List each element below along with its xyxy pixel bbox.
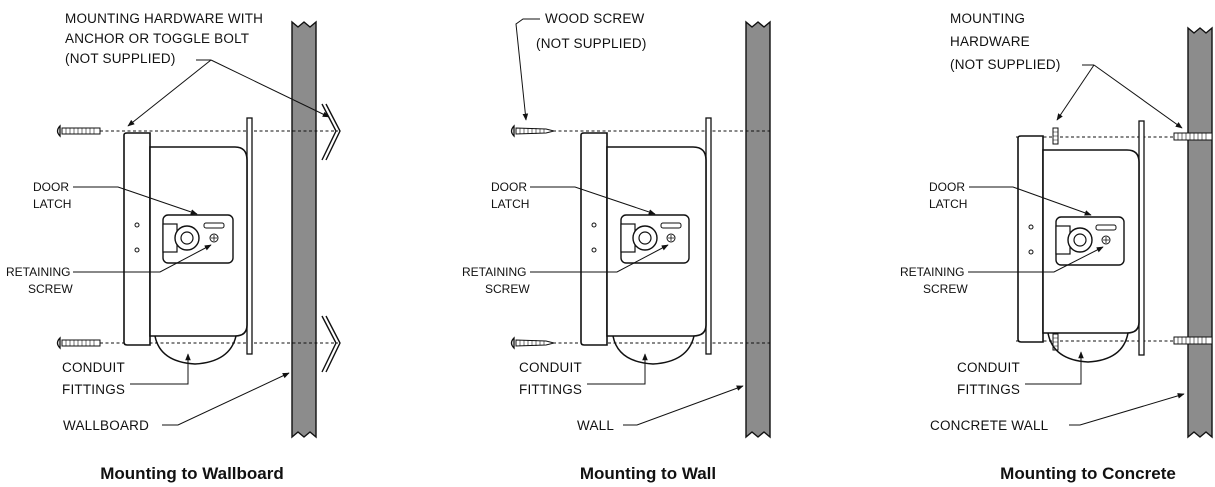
door-latch (1055, 216, 1125, 266)
retaining-screw-label-line1: RETAINING (6, 265, 70, 279)
panel-wall: WOOD SCREW (NOT SUPPLIED) DOOR LATCH RET… (462, 11, 771, 483)
enclosure-front (123, 132, 151, 346)
door-latch-label-line2: LATCH (33, 197, 71, 211)
upper-toggle-wing (321, 103, 341, 161)
hardware-label-line1: MOUNTING HARDWARE WITH (65, 11, 263, 26)
caption: Mounting to Wallboard (100, 464, 284, 483)
panel-concrete: MOUNTING HARDWARE (NOT SUPPLIED) DOOR LA… (900, 11, 1213, 483)
door-latch-label-line1: DOOR (929, 180, 965, 194)
conduit-label-line1: CONDUIT (957, 360, 1020, 375)
lower-bolt (56, 336, 101, 350)
lower-concrete-bolt (1173, 336, 1213, 345)
door-latch-label-line2: LATCH (491, 197, 529, 211)
enclosure-front (580, 132, 608, 346)
conduit-fitting (1047, 332, 1129, 363)
concrete-wall (1187, 26, 1213, 439)
door-latch-label-line2: LATCH (929, 197, 967, 211)
enclosure-front (1017, 135, 1044, 343)
hardware-label-line2: (NOT SUPPLIED) (536, 36, 647, 51)
hardware-label-line2: HARDWARE (950, 34, 1030, 49)
hardware-label-line1: MOUNTING (950, 11, 1025, 26)
upper-bolt (56, 124, 101, 138)
retaining-screw-label-line2: SCREW (485, 282, 530, 296)
conduit-label-line1: CONDUIT (62, 360, 125, 375)
wallboard-wall (291, 20, 317, 439)
door-latch-label-line1: DOOR (33, 180, 69, 194)
panel-wallboard: MOUNTING HARDWARE WITH ANCHOR OR TOGGLE … (6, 11, 341, 483)
door-latch (620, 214, 690, 264)
wall-label: WALL (577, 418, 614, 433)
hardware-label-line1: WOOD SCREW (545, 11, 645, 26)
wall-label: CONCRETE WALL (930, 418, 1049, 433)
door-latch (162, 214, 234, 264)
door-latch-label-line1: DOOR (491, 180, 527, 194)
hardware-label-line2: ANCHOR OR TOGGLE BOLT (65, 31, 249, 46)
upper-wood-screw (510, 124, 555, 138)
conduit-label-line1: CONDUIT (519, 360, 582, 375)
conduit-label-line2: FITTINGS (62, 382, 125, 397)
retaining-screw-label-line2: SCREW (923, 282, 968, 296)
lower-toggle-wing (321, 315, 341, 373)
upper-concrete-bolt (1173, 132, 1213, 141)
caption: Mounting to Wall (580, 464, 716, 483)
wall (745, 20, 771, 439)
hardware-label-line3: (NOT SUPPLIED) (950, 57, 1061, 72)
conduit-label-line2: FITTINGS (519, 382, 582, 397)
retaining-screw-label-line1: RETAINING (462, 265, 526, 279)
wall-label: WALLBOARD (63, 418, 149, 433)
caption: Mounting to Concrete (1000, 464, 1176, 483)
hardware-label-line3: (NOT SUPPLIED) (65, 51, 176, 66)
retaining-screw-label-line1: RETAINING (900, 265, 964, 279)
lower-wood-screw (510, 336, 555, 350)
conduit-fitting (154, 335, 237, 365)
conduit-fitting (612, 335, 695, 365)
conduit-label-line2: FITTINGS (957, 382, 1020, 397)
retaining-screw-label-line2: SCREW (28, 282, 73, 296)
